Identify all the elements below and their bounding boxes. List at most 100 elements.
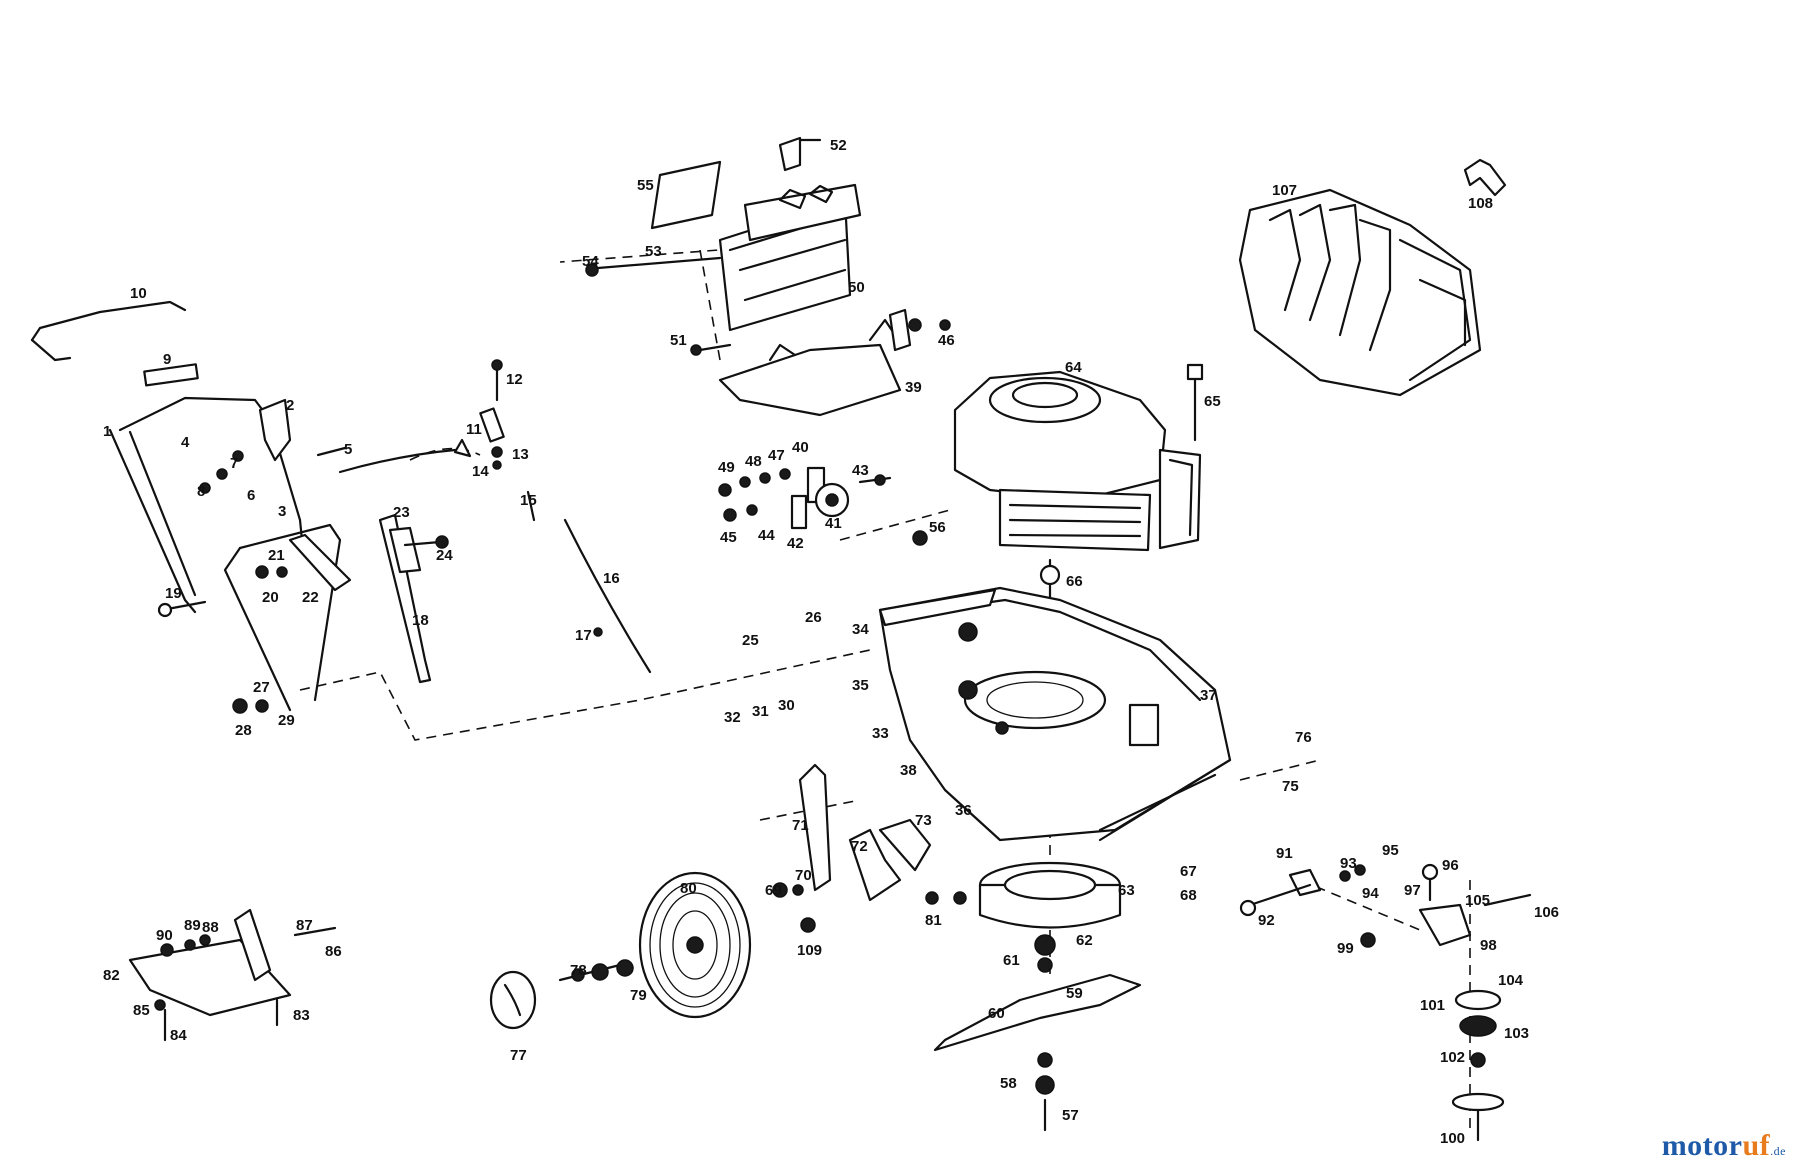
part-label: 15 <box>520 492 537 509</box>
part-label: 103 <box>1504 1025 1529 1042</box>
part-label: 64 <box>1065 359 1082 376</box>
part-label: 99 <box>1337 940 1354 957</box>
part-label: 106 <box>1534 904 1559 921</box>
brand-domain: .de <box>1770 1144 1786 1158</box>
part-label: 49 <box>718 459 735 476</box>
part-label: 50 <box>848 279 865 296</box>
part-label: 78 <box>570 962 587 979</box>
part-label: 84 <box>170 1027 187 1044</box>
part-label: 95 <box>1382 842 1399 859</box>
part-label: 59 <box>1066 985 1083 1002</box>
part-label: 47 <box>768 447 785 464</box>
part-label: 101 <box>1420 997 1445 1014</box>
part-label: 100 <box>1440 1130 1465 1147</box>
part-label: 13 <box>512 446 529 463</box>
part-label: 56 <box>929 519 946 536</box>
part-label: 1 <box>103 423 111 440</box>
part-label: 80 <box>680 880 697 897</box>
part-label: 28 <box>235 722 252 739</box>
rear-flap-assembly <box>585 136 951 530</box>
brand-watermark: motoruf.de <box>1662 1129 1786 1163</box>
part-label: 97 <box>1404 882 1421 899</box>
rear-flap-bracket <box>128 908 337 1042</box>
part-label: 55 <box>637 177 654 194</box>
part-label: 63 <box>1118 882 1135 899</box>
part-label: 48 <box>745 453 762 470</box>
part-label: 44 <box>758 527 775 544</box>
part-label: 70 <box>795 867 812 884</box>
part-label: 102 <box>1440 1049 1465 1066</box>
part-label: 62 <box>1076 932 1093 949</box>
part-number-labels: 1 2 3 4 5 6 7 8 9 10 11 12 13 14 15 16 1… <box>103 137 1559 1147</box>
part-label: 7 <box>230 455 238 472</box>
part-label: 85 <box>133 1002 150 1019</box>
part-label: 104 <box>1498 972 1524 989</box>
part-label: 20 <box>262 589 279 606</box>
part-label: 86 <box>325 943 342 960</box>
rear-wheel <box>489 871 752 1030</box>
part-label: 66 <box>1066 573 1083 590</box>
brand-prefix: motor <box>1661 1129 1743 1162</box>
part-label: 79 <box>630 987 647 1004</box>
part-label: 29 <box>278 712 295 729</box>
part-label: 5 <box>344 441 352 458</box>
part-label: 108 <box>1468 195 1493 212</box>
blade-assembly <box>933 861 1142 1132</box>
part-label: 3 <box>278 503 286 520</box>
part-label: 33 <box>872 725 889 742</box>
part-label: 98 <box>1480 937 1497 954</box>
part-label: 45 <box>720 529 737 546</box>
front-wheel-assembly <box>1239 863 1532 1142</box>
part-label: 43 <box>852 462 869 479</box>
height-adjuster <box>772 763 967 933</box>
part-label: 23 <box>393 504 410 521</box>
part-label: 22 <box>302 589 319 606</box>
part-label: 39 <box>905 379 922 396</box>
part-label: 24 <box>436 547 453 564</box>
part-label: 12 <box>506 371 523 388</box>
part-label: 36 <box>955 802 972 819</box>
part-label: 32 <box>724 709 741 726</box>
part-label: 83 <box>293 1007 310 1024</box>
part-label: 65 <box>1204 393 1221 410</box>
part-label: 107 <box>1272 182 1297 199</box>
part-label: 9 <box>163 351 171 368</box>
part-label: 19 <box>165 585 182 602</box>
part-label: 105 <box>1465 892 1490 909</box>
brand-suffix: uf <box>1742 1129 1771 1162</box>
part-label: 37 <box>1200 687 1217 704</box>
part-label: 16 <box>603 570 620 587</box>
part-label: 82 <box>103 967 120 984</box>
part-label: 61 <box>1003 952 1020 969</box>
part-label: 58 <box>1000 1075 1017 1092</box>
part-label: 88 <box>202 919 219 936</box>
part-label: 10 <box>130 285 147 302</box>
part-label: 34 <box>852 621 869 638</box>
part-label: 40 <box>792 439 809 456</box>
part-label: 14 <box>472 463 489 480</box>
part-label: 8 <box>197 483 205 500</box>
part-label: 69 <box>765 882 782 899</box>
part-label: 30 <box>778 697 795 714</box>
part-label: 71 <box>792 817 809 834</box>
part-label: 2 <box>286 397 294 414</box>
part-label: 89 <box>184 917 201 934</box>
part-label: 27 <box>253 679 270 696</box>
part-label: 75 <box>1282 778 1299 795</box>
part-label: 76 <box>1295 729 1312 746</box>
engine <box>912 363 1204 602</box>
part-label: 6 <box>247 487 255 504</box>
part-label: 35 <box>852 677 869 694</box>
part-label: 42 <box>787 535 804 552</box>
part-label: 68 <box>1180 887 1197 904</box>
part-label: 4 <box>181 434 190 451</box>
part-label: 67 <box>1180 863 1197 880</box>
part-label: 109 <box>797 942 822 959</box>
part-label: 53 <box>645 243 662 260</box>
grass-catcher <box>1238 158 1507 397</box>
part-label: 17 <box>575 627 592 644</box>
part-label: 90 <box>156 927 173 944</box>
part-label: 81 <box>925 912 942 929</box>
